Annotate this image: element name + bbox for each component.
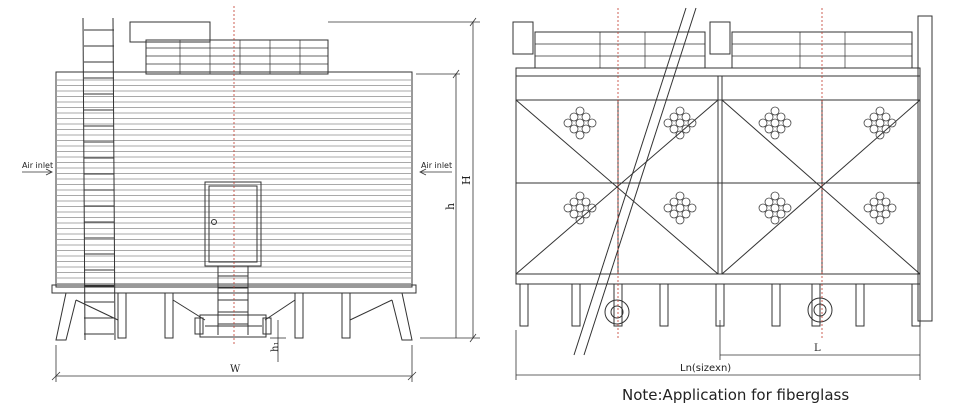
fiberglass-note: Note:Application for fiberglass [622,386,850,404]
fan-motor-2 [709,21,731,55]
air-inlet-right-label: Air inlet [421,161,452,170]
outlet-basin [199,314,267,338]
dim-W-line [51,345,417,382]
dim-L-label: L [814,343,821,354]
dim-h1-label: h₁ [270,342,281,352]
dim-H-line [328,17,480,343]
dim-W-label: W [230,364,241,375]
base-frame [51,284,417,294]
outlet-pipe-1 [604,299,630,325]
side-base [515,273,921,285]
outlet-pipe-2 [807,297,833,323]
door-ladder [217,266,249,335]
dim-h-line [416,69,460,338]
front-legs [55,292,413,341]
side-ladder [82,17,116,341]
top-rail [515,67,921,77]
dim-Ln-line [515,330,921,380]
fan-housing-1 [534,31,706,69]
dim-H-label: H [460,175,473,185]
side-view [512,7,933,380]
dim-L-line [719,320,921,360]
dim-h-label: h [444,203,457,210]
access-door [204,181,262,267]
door-handle [211,219,217,225]
side-ladder-right [917,15,933,322]
dim-h1-line [270,320,286,362]
fan-housing [145,39,329,75]
air-inlet-left-label: Air inlet [22,161,53,170]
front-view [22,6,480,382]
dim-Ln-label: Ln(sizexn) [680,363,731,374]
air-inlet-arrows [22,168,452,176]
fan-motor [129,21,211,43]
door-panel [208,185,258,263]
fan-motor-1 [512,21,534,55]
